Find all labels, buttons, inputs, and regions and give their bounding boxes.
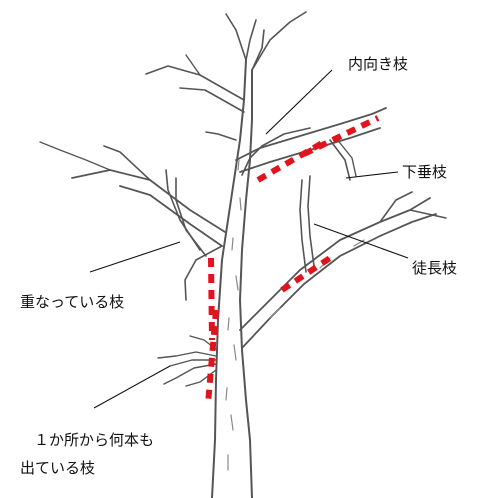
- top-branches: [145, 11, 307, 113]
- leader-inward: [265, 69, 333, 135]
- cut-mark-water-sprout: [280, 255, 332, 293]
- leader-drooping: [345, 171, 399, 179]
- cut-marks: [205, 115, 380, 405]
- leader-water-sprout: [313, 223, 409, 259]
- label-overlapping-branch: 重なっている枝: [20, 293, 125, 311]
- label-water-sprout: 徒長枝: [412, 259, 458, 277]
- label-drooping-branch: 下垂枝: [402, 163, 448, 181]
- right-main-branch: [239, 175, 447, 349]
- cut-mark-inward: [256, 139, 326, 183]
- leader-overlapping: [89, 241, 181, 273]
- right-upper-branches: [205, 107, 387, 181]
- cut-mark-drooping: [302, 115, 380, 157]
- leader-lines: [89, 69, 409, 409]
- trunk: [211, 59, 253, 498]
- label-cluster-line1: １か所から何本も: [34, 431, 155, 449]
- leader-cluster: [93, 365, 171, 409]
- label-inward-branch: 内向き枝: [348, 55, 409, 73]
- left-branches: [39, 141, 226, 301]
- label-cluster-line2: 出ている枝: [20, 459, 96, 477]
